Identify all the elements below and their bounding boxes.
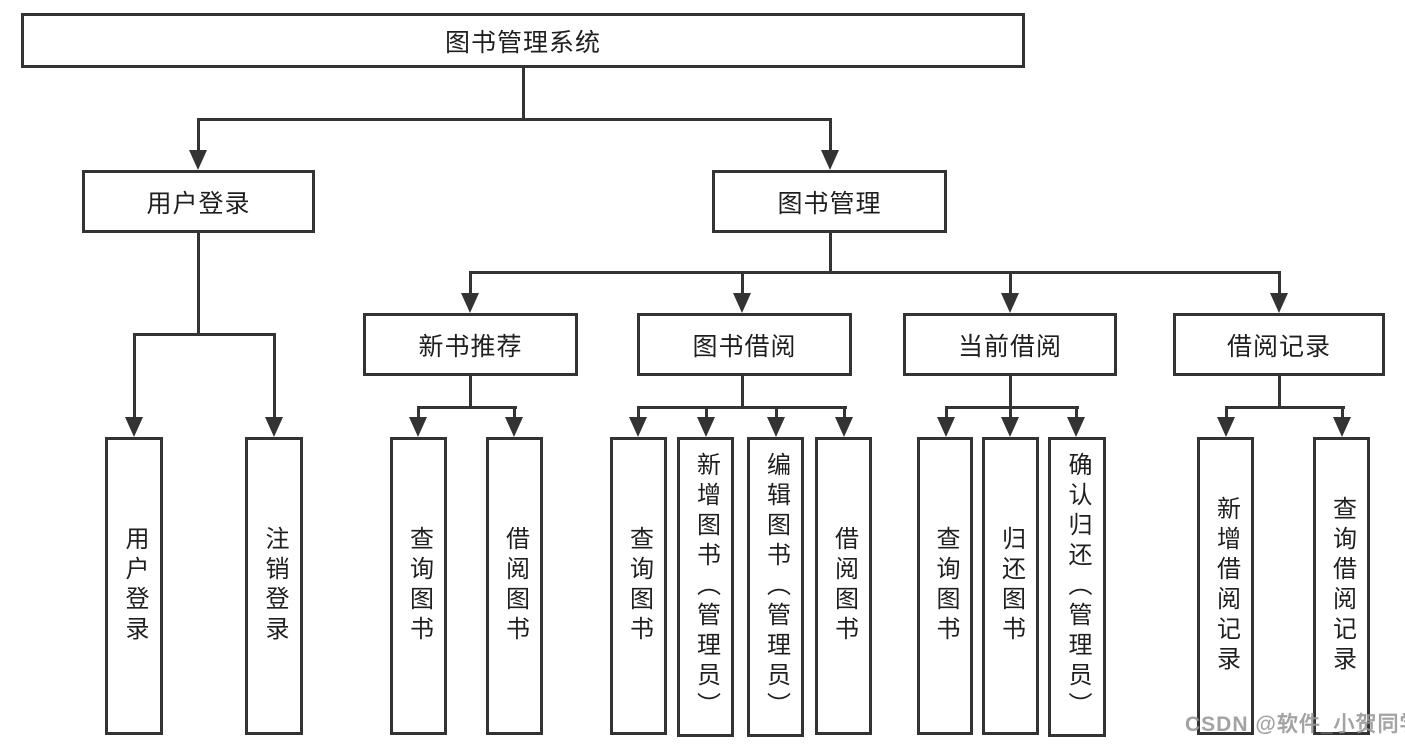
arrowhead-leaf-12 — [1217, 417, 1235, 437]
arrowhead-leaf-13 — [1333, 417, 1351, 437]
leaf-query-books-borrow: 查询图书 — [610, 437, 667, 735]
connector-book-borrow-stem — [740, 376, 744, 409]
arrowhead-leaf-4 — [505, 417, 523, 437]
leaf-logout: 注销登录 — [245, 437, 303, 735]
arrowhead-leaf-10 — [1001, 417, 1019, 437]
connector-book-management-stem — [828, 233, 832, 274]
node-book-borrow-label: 图书借阅 — [692, 332, 797, 361]
node-book-management-label: 图书管理 — [777, 189, 882, 218]
leaf-query-books-current-label: 查询图书 — [932, 526, 959, 646]
connector-to-book-management — [828, 118, 832, 153]
arrowhead-leaf-11 — [1067, 417, 1085, 437]
node-book-management: 图书管理 — [712, 170, 947, 233]
leaf-add-books-admin: 新增图书（管理员） — [677, 437, 734, 737]
connector-new-book-rail — [417, 406, 517, 409]
node-current-borrow: 当前借阅 — [903, 313, 1117, 376]
connector-to-leaf-logout — [272, 333, 276, 419]
connector-book-management-rail — [468, 271, 1281, 274]
leaf-add-books-admin-label: 新增图书（管理员） — [692, 452, 720, 722]
node-book-borrow: 图书借阅 — [637, 313, 852, 376]
arrowhead-leaf-login — [125, 417, 143, 437]
leaf-return-books-label: 归还图书 — [997, 526, 1025, 646]
node-current-borrow-label: 当前借阅 — [957, 332, 1062, 361]
leaf-edit-books-admin: 编辑图书（管理员） — [747, 437, 804, 737]
connector-book-borrow-rail — [636, 406, 847, 409]
connector-user-login-stem — [196, 233, 200, 336]
connector-borrow-records-rail — [1224, 406, 1345, 409]
arrowhead-leaf-3 — [409, 417, 427, 437]
connector-to-book-borrow — [740, 271, 744, 295]
connector-to-current-borrow — [1008, 271, 1012, 295]
leaf-borrow-books-recommend-label: 借阅图书 — [501, 526, 529, 646]
arrowhead-leaf-logout — [265, 417, 283, 437]
connector-root-stem — [521, 68, 525, 121]
leaf-query-books-recommend-label: 查询图书 — [405, 526, 433, 646]
csdn-watermark: CSDN @软件_小贺同学 — [1185, 713, 1405, 736]
leaf-confirm-return-admin: 确认归还（管理员） — [1048, 437, 1106, 737]
connector-to-leaf-10 — [1008, 406, 1012, 419]
connector-to-user-login — [196, 118, 200, 153]
leaf-user-login-label: 用户登录 — [121, 526, 148, 646]
leaf-return-books: 归还图书 — [982, 437, 1039, 735]
arrowhead-borrow-records — [1270, 293, 1288, 313]
connector-to-leaf-login — [132, 333, 136, 419]
node-user-login: 用户登录 — [82, 170, 315, 233]
arrowhead-user-login — [189, 150, 207, 170]
node-user-login-label: 用户登录 — [146, 189, 251, 218]
connector-to-leaf-5 — [636, 406, 640, 419]
leaf-query-books-current: 查询图书 — [917, 437, 973, 735]
leaf-borrow-books-recommend: 借阅图书 — [486, 437, 543, 735]
leaf-query-borrow-record-label: 查询借阅记录 — [1328, 496, 1356, 676]
leaf-logout-label: 注销登录 — [261, 526, 288, 646]
node-new-book-recommend-label: 新书推荐 — [418, 332, 523, 361]
arrowhead-book-management — [821, 150, 839, 170]
node-borrow-records-label: 借阅记录 — [1226, 332, 1331, 361]
arrowhead-leaf-6 — [697, 417, 715, 437]
leaf-query-books-recommend: 查询图书 — [390, 437, 447, 735]
connector-to-borrow-records — [1277, 271, 1281, 295]
node-root: 图书管理系统 — [21, 13, 1025, 68]
connector-to-leaf-8 — [842, 406, 846, 419]
node-root-label: 图书管理系统 — [444, 28, 601, 57]
arrowhead-leaf-8 — [835, 417, 853, 437]
connector-current-borrow-rail — [944, 406, 1079, 409]
connector-to-leaf-4 — [513, 406, 516, 419]
connector-current-borrow-stem — [1008, 376, 1012, 409]
arrowhead-leaf-9 — [937, 417, 955, 437]
leaf-edit-books-admin-label: 编辑图书（管理员） — [762, 452, 790, 722]
leaf-add-borrow-record: 新增借阅记录 — [1197, 437, 1254, 735]
leaf-add-borrow-record-label: 新增借阅记录 — [1212, 496, 1240, 676]
connector-to-leaf-11 — [1074, 406, 1078, 419]
leaf-borrow-books: 借阅图书 — [815, 437, 872, 735]
arrowhead-book-borrow — [733, 293, 751, 313]
leaf-user-login: 用户登录 — [105, 437, 163, 735]
connector-to-leaf-7 — [774, 406, 778, 419]
connector-to-leaf-13 — [1340, 406, 1344, 419]
connector-to-leaf-9 — [944, 406, 948, 419]
connector-new-book-stem — [468, 376, 472, 409]
connector-to-leaf-12 — [1224, 406, 1228, 419]
arrowhead-current-borrow — [1001, 293, 1019, 313]
connector-borrow-records-stem — [1277, 376, 1281, 409]
connector-to-leaf-6 — [704, 406, 708, 419]
leaf-borrow-books-label: 借阅图书 — [830, 526, 858, 646]
arrowhead-new-book — [461, 293, 479, 313]
leaf-query-borrow-record: 查询借阅记录 — [1313, 437, 1370, 735]
leaf-query-books-borrow-label: 查询图书 — [625, 526, 653, 646]
node-new-book-recommend: 新书推荐 — [363, 313, 578, 376]
arrowhead-leaf-7 — [767, 417, 785, 437]
connector-user-login-rail — [132, 333, 276, 336]
node-borrow-records: 借阅记录 — [1173, 313, 1385, 376]
leaf-confirm-return-admin-label: 确认归还（管理员） — [1064, 452, 1091, 722]
connector-to-new-book — [468, 271, 472, 295]
arrowhead-leaf-5 — [629, 417, 647, 437]
connector-root-rail — [196, 118, 832, 121]
connector-to-leaf-3 — [417, 406, 420, 419]
